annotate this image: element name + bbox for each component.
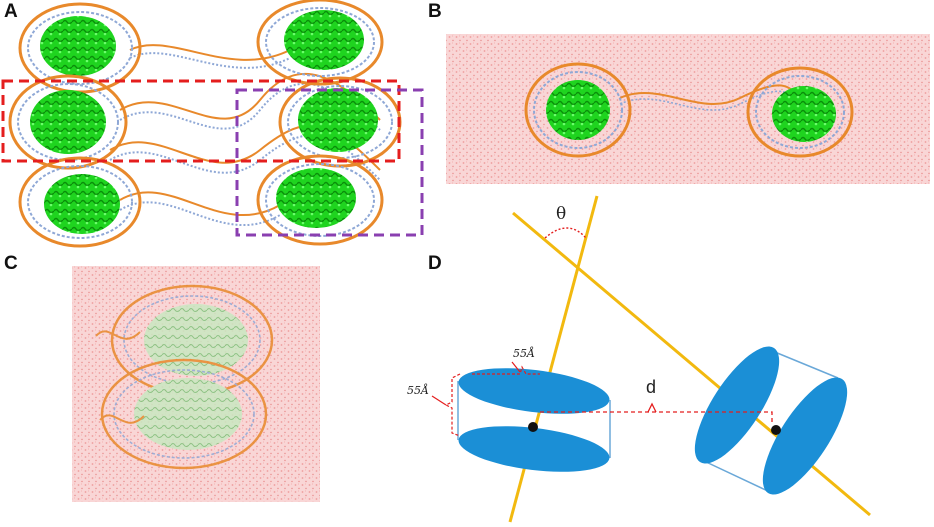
panel-label-d: D	[428, 253, 442, 274]
dim-top-label: 55Å	[513, 346, 535, 360]
distance-brace	[647, 402, 657, 413]
panel-d-geometry-schematic: θ d 55Å 55Å	[407, 195, 871, 523]
distance-dashed-line	[540, 411, 773, 425]
disk-left-bottom	[458, 426, 610, 472]
red-selection-box	[1, 79, 401, 163]
disk-right-lower	[762, 377, 848, 495]
purple-selection-box	[235, 88, 424, 237]
nucleosome-a1	[18, 2, 142, 94]
linker-dna-bottom	[119, 191, 281, 217]
dim-left-label: 55Å	[407, 383, 429, 397]
panel-c-solvated-stacked	[72, 266, 320, 502]
theta-label: θ	[556, 204, 566, 224]
nucleosome-a3	[8, 74, 128, 170]
cylinder-right	[694, 346, 848, 495]
center-dot-left	[528, 422, 538, 432]
panel-label-b: B	[428, 1, 442, 22]
nucleosome-a2	[256, 0, 384, 86]
panel-b-solvated-dinucleosome	[446, 34, 930, 184]
nucleosome-b1	[524, 62, 632, 158]
stacked-nucleosomes-c	[95, 284, 274, 470]
panel-label-a: A	[4, 1, 18, 22]
dim-top-bracket	[472, 365, 540, 375]
theta-arc	[544, 227, 587, 239]
nucleosome-a4	[278, 76, 402, 168]
panel-label-c: C	[4, 253, 18, 274]
nucleosome-b2	[746, 66, 854, 158]
cylinder-left	[457, 368, 611, 472]
disk-left-top	[458, 368, 610, 414]
water-box-b	[446, 34, 930, 184]
linker-dna-top	[129, 44, 291, 61]
nucleosome-a6	[256, 154, 384, 246]
center-dot-right	[771, 425, 781, 435]
nucleosome-a5	[18, 156, 142, 248]
distance-label: d	[646, 377, 656, 397]
linker-dna-b	[619, 84, 801, 105]
dim-left-bracket	[444, 373, 461, 437]
panel-a-nucleosome-array	[1, 0, 424, 248]
disk-right-upper	[694, 346, 780, 464]
